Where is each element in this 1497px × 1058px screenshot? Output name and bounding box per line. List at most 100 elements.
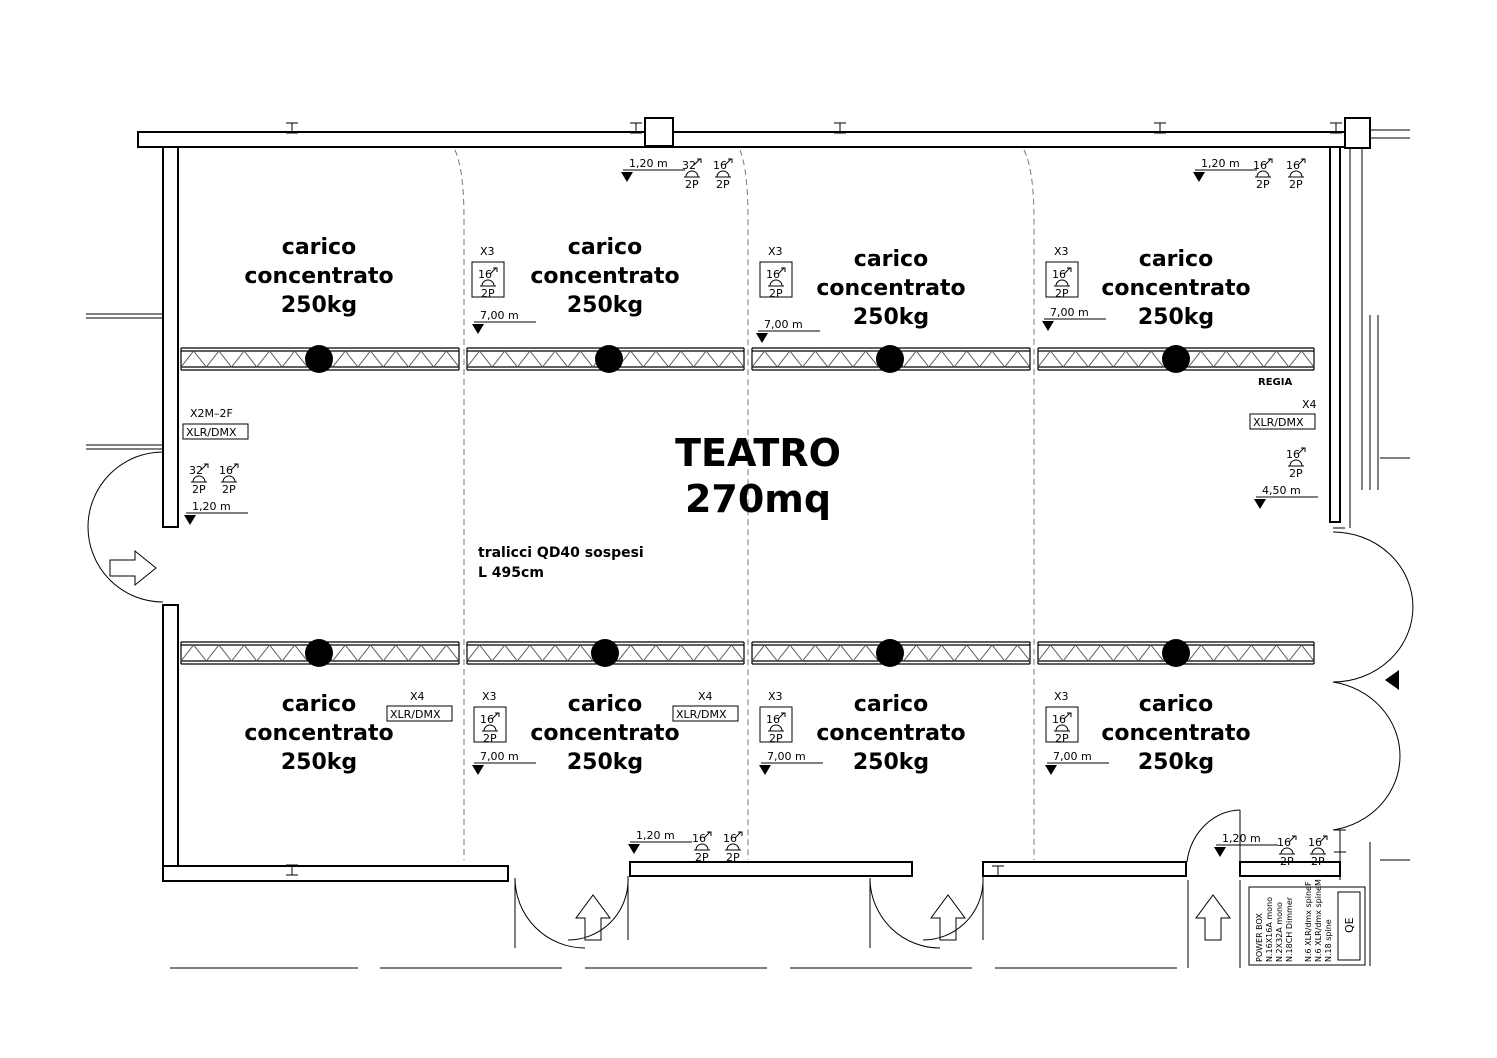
socket-amperage: 16: [1286, 159, 1300, 172]
level-triangle-icon: [472, 324, 484, 334]
load-zone-line2: concentrato: [530, 721, 679, 746]
load-zone-line2: concentrato: [1101, 721, 1250, 746]
x3-socket-group: X3: [471, 245, 505, 298]
height-marker: 1,20 m: [184, 500, 248, 525]
load-zone-line1: carico: [854, 692, 928, 717]
socket-poles: 2P: [1256, 178, 1270, 191]
hoist-point-icon: [1162, 345, 1190, 373]
height-value: 7,00 m: [1053, 750, 1092, 763]
load-zone-line2: concentrato: [244, 264, 393, 289]
level-triangle-icon: [1193, 172, 1205, 182]
level-triangle-icon: [621, 172, 633, 182]
socket-poles: 2P: [192, 483, 206, 496]
load-zone-line2: concentrato: [1101, 276, 1250, 301]
room-title: TEATRO 270mq tralicci QD40 sospesi L 495…: [478, 377, 1292, 581]
entry-arrow-bottom-1-icon: [575, 894, 611, 941]
height-marker: 1,20 m: [621, 157, 685, 182]
level-triangle-icon: [1042, 321, 1054, 331]
hoist-point-icon: [591, 639, 619, 667]
power-sockets: 322P162P162P162P322P162P162P162P162P162P…: [189, 158, 1328, 868]
socket-poles: 2P: [716, 178, 730, 191]
height-value: 1,20 m: [636, 829, 675, 842]
height-value: 7,00 m: [767, 750, 806, 763]
xlr-dmx-connectors: X2M–2F XLR/DMX X4 XLR/DMX X4 XLR/DMX X4 …: [182, 398, 1317, 722]
height-value: 4,50 m: [1262, 484, 1301, 497]
socket-amperage: 16: [692, 832, 706, 845]
power-box-line6: N.18 spine: [1324, 919, 1333, 962]
height-marker: 7,00 m: [1045, 750, 1109, 775]
socket-amperage: 32: [189, 464, 203, 477]
socket-amperage: 16: [1308, 836, 1322, 849]
height-marker: 1,20 m: [628, 829, 692, 854]
socket-amperage: 16: [478, 268, 492, 281]
height-value: 1,20 m: [1201, 157, 1240, 170]
socket-poles: 2P: [1311, 855, 1325, 868]
socket-amperage: 32: [682, 159, 696, 172]
hoist-point-icon: [1162, 639, 1190, 667]
load-zone-line3: 250kg: [281, 750, 357, 775]
load-zone-line1: carico: [1139, 247, 1213, 272]
x3-socket-group: X3: [1045, 245, 1079, 298]
truss-note-line1: tralicci QD40 sospesi: [478, 545, 644, 561]
level-triangle-icon: [759, 765, 771, 775]
power-box-line4: N.6 XLR/dmx spineF: [1304, 881, 1313, 962]
height-marker: 4,50 m: [1254, 484, 1318, 509]
load-zone-line3: 250kg: [1138, 305, 1214, 330]
x3-label: X3: [768, 690, 783, 703]
socket-amperage: 16: [766, 713, 780, 726]
hoist-points: [305, 345, 1190, 667]
socket-amperage: 16: [1052, 713, 1066, 726]
height-value: 7,00 m: [480, 309, 519, 322]
load-zone-line1: carico: [1139, 692, 1213, 717]
level-triangle-icon: [472, 765, 484, 775]
load-zone-line2: concentrato: [530, 264, 679, 289]
x3-socket-group: X3: [759, 245, 793, 298]
x4-label-right: X4: [1302, 398, 1317, 411]
socket-poles: 2P: [1289, 178, 1303, 191]
x3-label: X3: [1054, 245, 1069, 258]
xlr-dmx-bottom-2: XLR/DMX: [676, 708, 727, 721]
socket-amperage: 16: [766, 268, 780, 281]
height-marker: 7,00 m: [1042, 306, 1106, 331]
level-triangle-icon: [628, 844, 640, 854]
socket-poles: 2P: [1055, 732, 1069, 745]
power-box-line2: N.2X32A mono: [1275, 902, 1284, 962]
height-marker: 7,00 m: [756, 318, 820, 343]
load-zones: caricoconcentrato250kgcaricoconcentrato2…: [244, 235, 1250, 775]
socket-poles: 2P: [1280, 855, 1294, 868]
power-box-line1: N.16X16A mono: [1265, 897, 1274, 962]
doors: [87, 451, 1414, 949]
level-triangle-icon: [184, 515, 196, 525]
socket-poles: 2P: [1289, 467, 1303, 480]
height-marker: 7,00 m: [472, 750, 536, 775]
socket-poles: 2P: [481, 287, 495, 300]
power-box: QE POWER BOX N.16X16A mono N.2X32A mono …: [1248, 879, 1366, 966]
xlr-dmx-right: XLR/DMX: [1253, 416, 1304, 429]
socket-amperage: 16: [723, 832, 737, 845]
load-zone-line1: carico: [854, 247, 928, 272]
column-markers: [286, 122, 1346, 877]
building-walls: [86, 117, 1410, 969]
x3-label: X3: [482, 690, 497, 703]
load-zone-line1: carico: [568, 692, 642, 717]
socket-amperage: 16: [713, 159, 727, 172]
load-zone-line3: 250kg: [853, 750, 929, 775]
x3-socket-group: X3: [473, 690, 507, 743]
power-box-line5: N.6 XLR/dmx spineM: [1314, 879, 1323, 962]
load-zone-line1: carico: [282, 235, 356, 260]
x4-label-bottom-2: X4: [698, 690, 713, 703]
height-value: 7,00 m: [480, 750, 519, 763]
